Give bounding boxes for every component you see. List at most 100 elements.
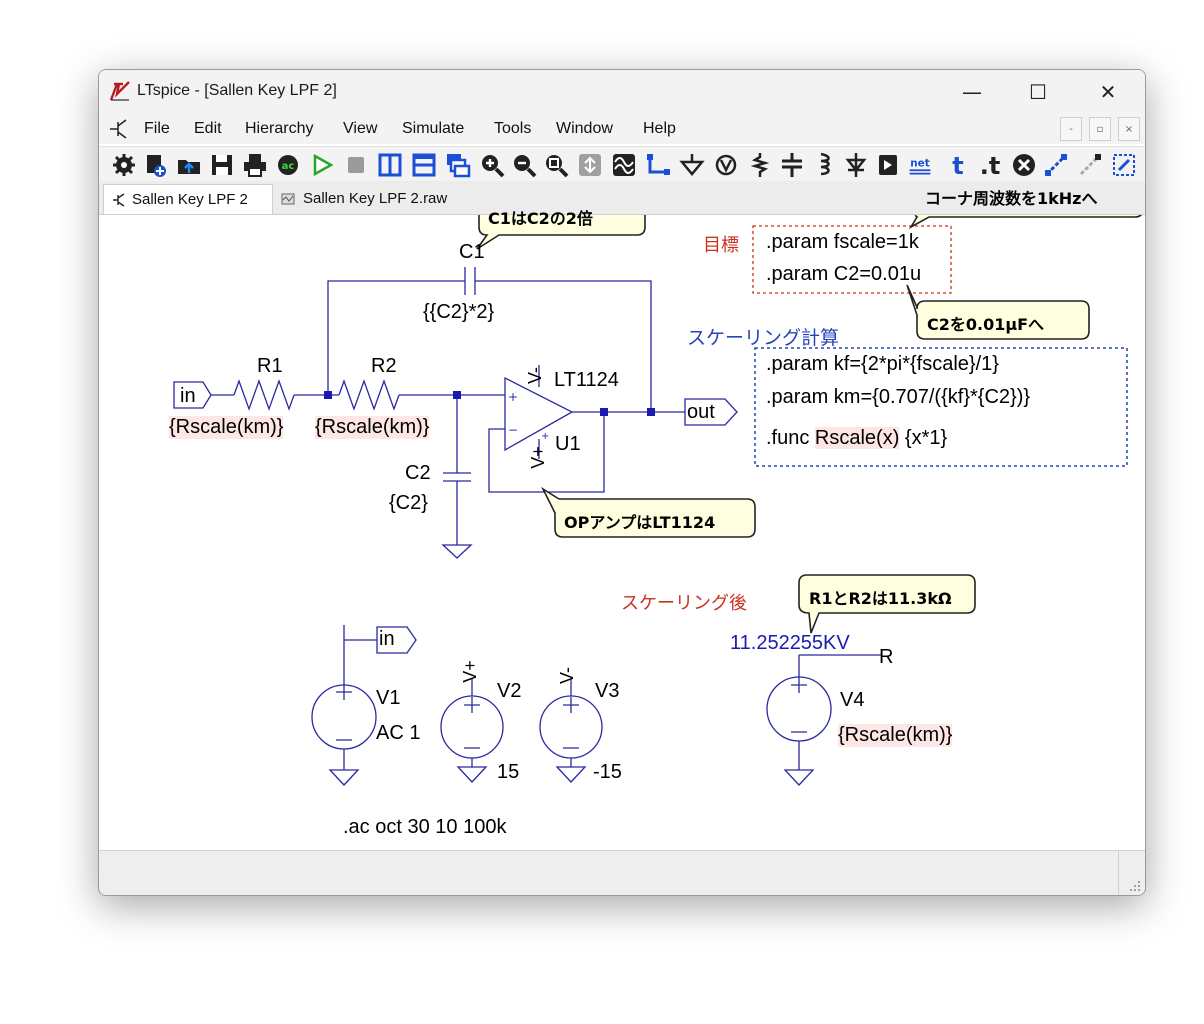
move-icon[interactable] xyxy=(1077,152,1103,178)
menu-simulate[interactable]: Simulate xyxy=(402,120,465,137)
tile-horizontal-icon[interactable] xyxy=(411,152,437,178)
c2-name[interactable]: C2 xyxy=(405,462,431,484)
open-icon[interactable] xyxy=(176,152,202,178)
directive-kf[interactable]: .param kf={2*pi*{fscale}/1} xyxy=(766,353,999,375)
net-label: net xyxy=(910,158,929,170)
net-in-label[interactable]: in xyxy=(180,385,196,407)
run-icon[interactable] xyxy=(309,152,335,178)
close-button[interactable]: ✕ xyxy=(1099,80,1117,104)
c1-name[interactable]: C1 xyxy=(459,241,485,263)
inductor-icon[interactable] xyxy=(811,152,837,178)
menu-file[interactable]: File xyxy=(144,120,170,137)
tab-schematic[interactable]: Sallen Key LPF 2 xyxy=(103,184,273,214)
tile-vertical-icon[interactable] xyxy=(377,152,403,178)
menu-window[interactable]: Window xyxy=(556,120,613,137)
menu-hierarchy[interactable]: Hierarchy xyxy=(245,120,314,137)
drag-icon[interactable] xyxy=(1111,152,1137,178)
tab-raw[interactable]: Sallen Key LPF 2.raw xyxy=(275,184,471,213)
wire-v4-r xyxy=(798,654,881,677)
v4-node-label[interactable]: R xyxy=(879,646,894,668)
v2-value[interactable]: 15 xyxy=(497,761,520,783)
zoom-in-icon[interactable] xyxy=(479,152,505,178)
delete-icon[interactable] xyxy=(1011,152,1037,178)
net-in-label-2[interactable]: in xyxy=(379,628,395,650)
directive-func[interactable]: .func Rscale(x) {x*1} xyxy=(766,427,947,450)
ac-analysis-icon[interactable]: ac xyxy=(275,152,301,178)
diode-icon[interactable] xyxy=(843,152,869,178)
v1-value[interactable]: AC 1 xyxy=(376,722,421,744)
schematic-drawing: + − + xyxy=(173,215,1143,786)
r1-name[interactable]: R1 xyxy=(257,355,283,377)
directive-fscale[interactable]: .param fscale=1k xyxy=(766,231,919,253)
ac-directive[interactable]: .ac oct 30 10 100k xyxy=(343,816,507,838)
v1-name[interactable]: V1 xyxy=(376,687,401,709)
wire-opamp-feedback xyxy=(488,412,605,493)
cascade-icon[interactable] xyxy=(445,152,471,178)
r2-name[interactable]: R2 xyxy=(371,355,397,377)
mdi-minimize-button[interactable]: - xyxy=(1060,117,1082,141)
net-label-icon[interactable] xyxy=(713,152,739,178)
resistor-icon[interactable] xyxy=(747,152,773,178)
spice-directive-icon[interactable]: .t xyxy=(977,152,1003,178)
maximize-button[interactable]: ☐ xyxy=(1029,80,1047,104)
component-icon[interactable] xyxy=(875,152,901,178)
text-label: t xyxy=(952,152,963,178)
menu-view[interactable]: View xyxy=(343,120,378,137)
u1-name[interactable]: U1 xyxy=(555,433,581,455)
ground-c2 xyxy=(441,544,473,559)
v3-name[interactable]: V3 xyxy=(595,680,620,702)
halt-icon[interactable] xyxy=(343,152,369,178)
menu-tools[interactable]: Tools xyxy=(494,120,532,137)
directive-km[interactable]: .param km={0.707/({kf}*{C2})} xyxy=(766,386,1031,408)
v2-name[interactable]: V2 xyxy=(497,680,522,702)
callout-opamp-bubble xyxy=(541,486,756,538)
r1-value[interactable]: {Rscale(km)} xyxy=(169,416,284,439)
c1-value[interactable]: {{C2}*2} xyxy=(423,301,495,323)
zoom-fit-icon[interactable] xyxy=(543,152,569,178)
v3-value[interactable]: -15 xyxy=(593,761,622,783)
mdi-close-button[interactable]: × xyxy=(1118,117,1140,141)
wire-icon[interactable] xyxy=(645,152,671,178)
net-label-in-flag-2 xyxy=(376,626,417,654)
u1-model[interactable]: LT1124 xyxy=(554,369,619,391)
after-scaling-label: スケーリング後 xyxy=(621,593,747,613)
duplicate-icon[interactable] xyxy=(1043,152,1069,178)
status-bar xyxy=(99,850,1145,895)
waveform-icon[interactable] xyxy=(611,152,637,178)
gear-icon[interactable] xyxy=(111,152,137,178)
v3-supply-label: V- xyxy=(557,666,578,685)
capacitor-c1-symbol xyxy=(464,267,476,295)
c2-value[interactable]: {C2} xyxy=(389,492,428,514)
net-out-label[interactable]: out xyxy=(687,401,715,423)
schematic-canvas[interactable]: + − + C1 {{C2}*2} R1 {Rscale(km)} R2 {Rs… xyxy=(99,189,1145,849)
netlist-icon[interactable]: net xyxy=(907,152,933,178)
resize-grip-icon[interactable] xyxy=(1127,878,1141,892)
new-schematic-icon[interactable] xyxy=(143,152,169,178)
r2-value[interactable]: {Rscale(km)} xyxy=(315,416,430,439)
text-icon[interactable]: t xyxy=(945,152,971,178)
save-icon[interactable] xyxy=(209,152,235,178)
ground-icon[interactable] xyxy=(679,152,705,178)
v4-name[interactable]: V4 xyxy=(840,689,865,711)
target-label: 目標 xyxy=(703,235,739,255)
directive-c2[interactable]: .param C2=0.01u xyxy=(766,263,922,285)
print-icon[interactable] xyxy=(242,152,268,178)
zoom-out-icon[interactable] xyxy=(511,152,537,178)
callout-r-text: R1とR2は11.3kΩ xyxy=(809,589,952,608)
v3-polarity xyxy=(563,678,579,767)
menu-edit[interactable]: Edit xyxy=(194,120,222,137)
target-directive-box xyxy=(752,225,952,294)
v4-value[interactable]: {Rscale(km)} xyxy=(838,724,953,747)
status-divider xyxy=(1118,851,1119,895)
callout-corner-text: コーナ周波数を1kHzへ xyxy=(925,189,1098,208)
ground-v3 xyxy=(555,766,587,783)
autorange-icon[interactable] xyxy=(577,152,603,178)
callout-corner-bubble xyxy=(908,215,1143,230)
menu-help[interactable]: Help xyxy=(643,120,676,137)
tab-schematic-label: Sallen Key LPF 2 xyxy=(132,191,248,208)
capacitor-icon[interactable] xyxy=(779,152,805,178)
minimize-button[interactable]: — xyxy=(962,80,982,104)
v4-readout: 11.252255KV xyxy=(730,632,850,654)
mdi-restore-button[interactable]: ▫ xyxy=(1089,117,1111,141)
net-label-out-flag xyxy=(684,398,738,426)
